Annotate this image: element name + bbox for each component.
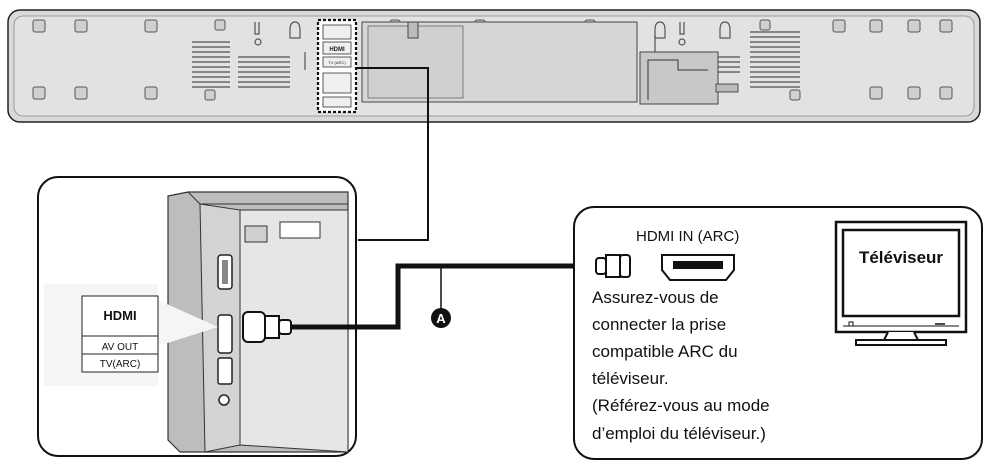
note-line-1: Assurez-vous de xyxy=(592,288,719,307)
tv-panel-hdmi-plug xyxy=(595,254,631,278)
soundbar-vents-right xyxy=(700,31,800,88)
soundbar-hdmi-logo: HDMI xyxy=(329,47,345,53)
television-icon: Téléviseur xyxy=(834,220,968,346)
soundbar-cable xyxy=(356,67,429,241)
note-line-3: compatible ARC du xyxy=(592,342,738,361)
closeup-hdmi-plug xyxy=(242,311,292,343)
arc-instruction-note: Assurez-vous de connecter la prise compa… xyxy=(592,288,770,443)
closeup-av-out-label: AV OUT xyxy=(102,342,138,353)
callout-a-label: A xyxy=(436,311,446,326)
soundbar-rear-view: HDMI TV (ARC) xyxy=(7,9,981,241)
tv-label: Téléviseur xyxy=(859,248,943,267)
note-line-5: (Référez-vous au mode xyxy=(592,396,770,415)
closeup-hdmi-logo: HDMI xyxy=(103,308,136,323)
closeup-tv-arc-label: TV(ARC) xyxy=(100,359,141,370)
hdmi-cable xyxy=(291,263,598,330)
note-line-4: téléviseur. xyxy=(592,369,669,388)
note-line-2: connecter la prise xyxy=(592,315,726,334)
soundbar-port-label: TV (ARC) xyxy=(328,60,346,65)
soundbar-vents-left xyxy=(192,41,290,88)
hdmi-in-arc-heading: HDMI IN (ARC) xyxy=(636,228,739,245)
callout-a-badge: A xyxy=(431,308,451,328)
tv-port-closeup: HDMI AV OUT TV(ARC) xyxy=(37,176,357,457)
soundbar-port-column: HDMI TV (ARC) xyxy=(316,18,358,114)
soundbar-terminal-recess xyxy=(361,21,739,105)
note-line-6: d’emploi du téléviseur.) xyxy=(592,424,766,443)
soundbar-hooks xyxy=(254,21,731,70)
tv-panel: HDMI IN (ARC) Assurez-vous de connecter … xyxy=(573,206,983,460)
hdmi-port-icon xyxy=(661,254,735,281)
